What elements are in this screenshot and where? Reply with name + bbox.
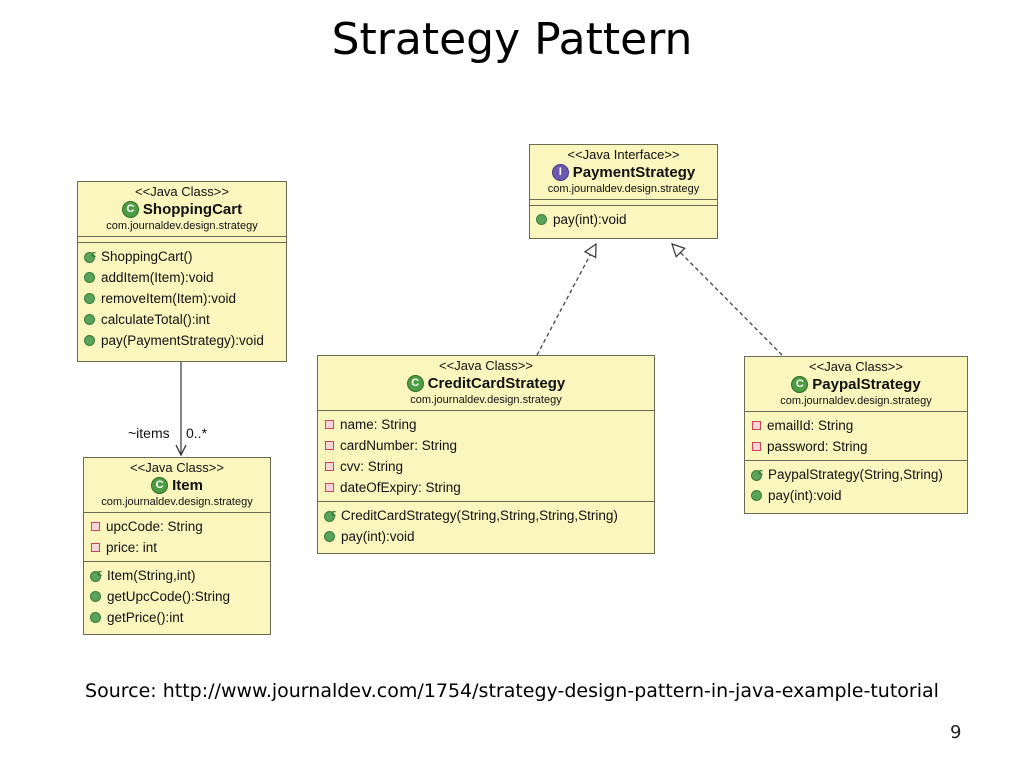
- public-method-icon: [751, 490, 762, 501]
- stereotype-label: <<Java Interface>>: [567, 147, 680, 162]
- class-name: ShoppingCart: [142, 201, 243, 218]
- private-field-icon: [91, 522, 100, 531]
- field-row: upcCode: String: [90, 516, 270, 537]
- package-label: com.journaldev.design.strategy: [410, 394, 562, 406]
- public-method-icon: [536, 214, 547, 225]
- constructor-icon: c: [84, 250, 96, 263]
- class-icon: C: [406, 375, 424, 392]
- constructor-icon: c: [751, 468, 763, 481]
- public-method-icon: [324, 531, 335, 542]
- public-method-icon: [84, 272, 95, 283]
- private-field-icon: [325, 462, 334, 471]
- stereotype-label: <<Java Class>>: [809, 359, 903, 374]
- method-row: getPrice():int: [90, 607, 270, 628]
- method-row: getUpcCode():String: [90, 586, 270, 607]
- public-method-icon: [90, 612, 101, 623]
- field-row: name: String: [324, 414, 654, 435]
- method-row: pay(int):void: [324, 526, 654, 547]
- public-method-icon: [84, 314, 95, 325]
- method-row: removeItem(Item):void: [84, 288, 286, 309]
- stereotype-label: <<Java Class>>: [439, 358, 533, 373]
- public-method-icon: [90, 591, 101, 602]
- public-method-icon: [84, 293, 95, 304]
- class-name: PaymentStrategy: [572, 164, 696, 181]
- constructor-icon: c: [90, 569, 102, 582]
- constructor-icon: c: [324, 509, 336, 522]
- package-label: com.journaldev.design.strategy: [547, 183, 700, 195]
- package-label: com.journaldev.design.strategy: [106, 220, 258, 232]
- method-row: calculateTotal():int: [84, 309, 286, 330]
- field-row: cvv: String: [324, 456, 654, 477]
- realization-paypal: [672, 244, 783, 356]
- public-method-icon: [84, 335, 95, 346]
- method-row: pay(int):void: [751, 485, 967, 506]
- private-field-icon: [325, 441, 334, 450]
- class-icon: C: [151, 477, 169, 494]
- page-number: 9: [950, 722, 962, 743]
- class-name: Item: [172, 477, 203, 494]
- field-row: password: String: [751, 436, 967, 457]
- page-title: Strategy Pattern: [331, 14, 693, 65]
- field-row: emailId: String: [751, 415, 967, 436]
- class-icon: C: [121, 201, 139, 218]
- stereotype-label: <<Java Class>>: [135, 184, 229, 199]
- private-field-icon: [91, 543, 100, 552]
- field-row: dateOfExpiry: String: [324, 477, 654, 498]
- private-field-icon: [752, 421, 761, 430]
- method-row: pay(int):void: [536, 209, 717, 230]
- method-row: pay(PaymentStrategy):void: [84, 330, 286, 351]
- class-name: CreditCardStrategy: [427, 375, 566, 392]
- association-role-label: ~items: [128, 425, 170, 441]
- class-name: PaypalStrategy: [812, 376, 921, 393]
- field-row: price: int: [90, 537, 270, 558]
- class-icon: C: [791, 376, 809, 393]
- private-field-icon: [325, 483, 334, 492]
- package-label: com.journaldev.design.strategy: [101, 496, 253, 508]
- source-citation: Source: http://www.journaldev.com/1754/s…: [85, 680, 939, 702]
- private-field-icon: [325, 420, 334, 429]
- field-row: cardNumber: String: [324, 435, 654, 456]
- association-multiplicity-label: 0..*: [186, 425, 208, 441]
- realization-creditcard: [536, 244, 596, 356]
- private-field-icon: [752, 442, 761, 451]
- method-row: addItem(Item):void: [84, 267, 286, 288]
- stereotype-label: <<Java Class>>: [130, 460, 224, 475]
- package-label: com.journaldev.design.strategy: [780, 395, 932, 407]
- interface-icon: I: [551, 164, 569, 181]
